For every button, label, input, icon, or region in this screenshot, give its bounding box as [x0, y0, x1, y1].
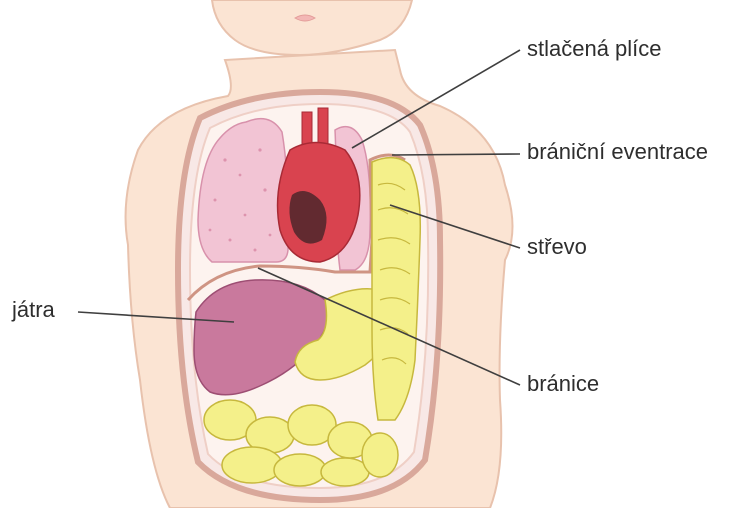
- leader-eventration: [392, 154, 520, 155]
- label-compressed-lung: stlačená plíce: [527, 38, 662, 60]
- label-liver: játra: [12, 299, 55, 321]
- label-bowel: střevo: [527, 236, 587, 258]
- label-diaphragm: bránice: [527, 373, 599, 395]
- label-diaphragmatic-eventration: brániční eventrace: [527, 141, 708, 163]
- head: [212, 0, 412, 55]
